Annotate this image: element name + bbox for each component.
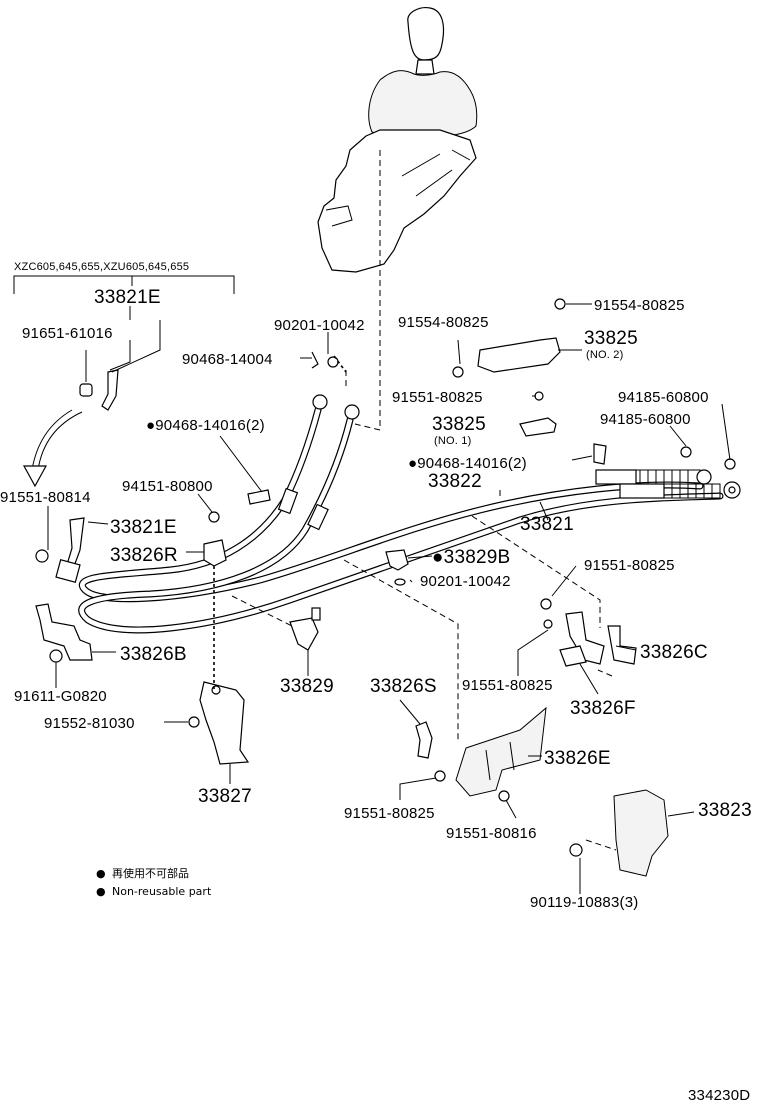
label-33825-no1: 33825 — [432, 414, 486, 435]
shift-cables — [78, 394, 741, 634]
label-33821E-mid: 33821E — [110, 517, 177, 538]
shift-lever-assembly — [317, 7, 478, 273]
legend: ● 再使用不可部品 ● Non-reusable part — [96, 866, 212, 898]
label-90201-10042-top: 90201-10042 — [274, 317, 365, 334]
curved-arrow-icon — [22, 409, 83, 488]
label-90468-14016-right: ●90468-14016(2) — [408, 455, 527, 472]
label-33825-no2-sub: (NO. 2) — [586, 349, 623, 361]
label-33826F: 33826F — [570, 698, 636, 719]
label-91651-61016: 91651-61016 — [22, 325, 113, 342]
label-90119-10883: 90119-10883(3) — [530, 894, 638, 911]
label-33827: 33827 — [198, 786, 252, 807]
label-94151-80800: 94151-80800 — [122, 478, 213, 495]
label-94185-60800-a: 94185-60800 — [618, 389, 709, 406]
label-91551-80814: 91551-80814 — [0, 489, 91, 506]
label-90201-10042-mid: 90201-10042 — [420, 573, 511, 590]
label-33821E-top: 33821E — [94, 287, 161, 308]
label-90468-14004: 90468-14004 — [182, 351, 273, 368]
label-91551-80816: 91551-80816 — [446, 825, 537, 842]
label-90468-14016-left: ●90468-14016(2) — [146, 417, 265, 434]
label-91551-80825-right: 91551-80825 — [584, 557, 675, 574]
label-91611-G0820: 91611-G0820 — [14, 688, 107, 705]
dashed-leaders — [213, 355, 617, 851]
label-33826C: 33826C — [640, 642, 708, 663]
label-91552-81030: 91552-81030 — [44, 715, 135, 732]
label-33829: 33829 — [280, 676, 334, 697]
label-33825-no1-sub: (NO. 1) — [434, 435, 471, 447]
legend-text-en: Non-reusable part — [112, 885, 212, 898]
part-labels: XZC605,645,655,XZU605,645,655 33821E 916… — [0, 261, 752, 911]
label-33821: 33821 — [520, 514, 574, 535]
legend-symbol-1: ● — [96, 867, 106, 880]
label-33826B: 33826B — [120, 644, 187, 665]
label-91551-80825-bottom-left: 91551-80825 — [344, 805, 435, 822]
label-33825-no2: 33825 — [584, 328, 638, 349]
label-91554-80825-mid: 91554-80825 — [398, 314, 489, 331]
legend-text-jp: 再使用不可部品 — [112, 866, 189, 880]
label-91551-80825-upper: 91551-80825 — [392, 389, 483, 406]
small-parts — [35, 298, 736, 877]
label-33822: 33822 — [428, 471, 482, 492]
label-33826R: 33826R — [110, 545, 178, 566]
label-33826E: 33826E — [544, 748, 611, 769]
label-33823: 33823 — [698, 800, 752, 821]
figure-code: 334230D — [688, 1087, 750, 1104]
label-91551-80825-center: 91551-80825 — [462, 677, 553, 694]
leader-lines — [47, 303, 731, 894]
label-33829B: ●33829B — [432, 547, 510, 568]
label-94185-60800-b: 94185-60800 — [600, 411, 691, 428]
label-91554-80825-top: 91554-80825 — [594, 297, 685, 314]
label-33826S: 33826S — [370, 676, 437, 697]
legend-symbol-2: ● — [96, 885, 106, 898]
variant-note: XZC605,645,655,XZU605,645,655 — [14, 261, 189, 273]
variant-bracket — [13, 275, 235, 294]
